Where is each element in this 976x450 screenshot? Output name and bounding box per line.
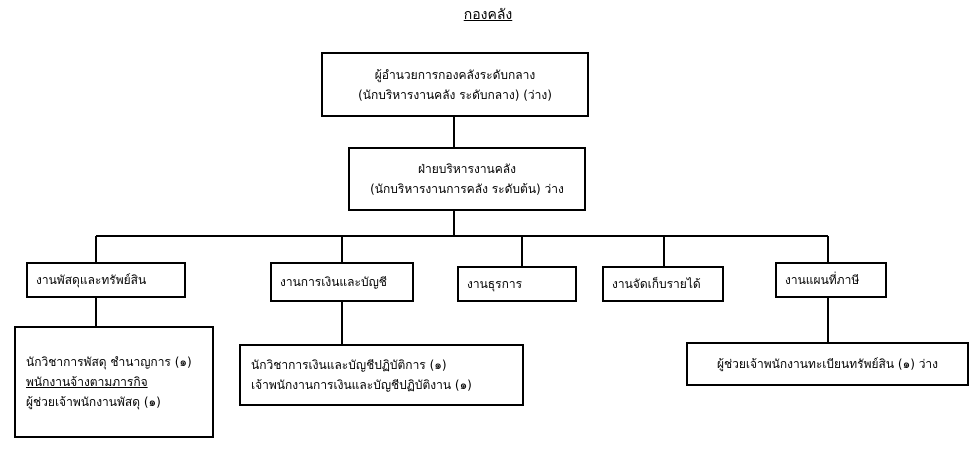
staff-item: นักวิชาการเงินและบัญชีปฏิบัติการ (๑) — [251, 358, 447, 372]
division-subtitle: (นักบริหารงานการคลัง ระดับต้น) ว่าง — [370, 182, 564, 196]
division-title: ฝ่ายบริหารงานคลัง — [418, 162, 516, 176]
unit-admin-label: งานธุรการ — [467, 277, 523, 291]
unit-supplies-label: งานพัสดุและทรัพย์สิน — [36, 273, 147, 287]
staff-item: นักวิชาการพัสดุ ชำนาญการ (๑) — [26, 355, 192, 369]
unit-revenue-label: งานจัดเก็บรายได้ — [612, 277, 701, 291]
director-title: ผู้อำนวยการกองคลังระดับกลาง — [374, 67, 536, 82]
unit-revenue: งานจัดเก็บรายได้ — [602, 266, 724, 302]
staff-item: เจ้าพนักงานการเงินและบัญชีปฏิบัติงาน (๑) — [251, 378, 472, 392]
director-subtitle: (นักบริหารงานคลัง ระดับกลาง) (ว่าง) — [358, 87, 552, 102]
staff-supplies-box: นักวิชาการพัสดุ ชำนาญการ (๑) พนักงานจ้าง… — [14, 326, 214, 438]
unit-admin: งานธุรการ — [457, 266, 577, 302]
staff-item: ผู้ช่วยเจ้าพนักงานทะเบียนทรัพย์สิน (๑) ว… — [716, 357, 939, 371]
unit-finance: งานการเงินและบัญชี — [270, 262, 414, 302]
unit-finance-label: งานการเงินและบัญชี — [280, 275, 387, 289]
division-box: ฝ่ายบริหารงานคลัง (นักบริหารงานการคลัง ร… — [348, 147, 586, 211]
unit-taxmap: งานแผนที่ภาษี — [775, 262, 887, 298]
page-title: กองคลัง — [463, 7, 513, 23]
director-box: ผู้อำนวยการกองคลังระดับกลาง (นักบริหารงา… — [321, 52, 589, 117]
staff-taxmap-box: ผู้ช่วยเจ้าพนักงานทะเบียนทรัพย์สิน (๑) ว… — [686, 342, 969, 386]
staff-item: ผู้ช่วยเจ้าพนักงานพัสดุ (๑) — [26, 395, 161, 409]
staff-item: พนักงานจ้างตามภารกิจ — [26, 375, 148, 389]
unit-taxmap-label: งานแผนที่ภาษี — [785, 273, 860, 287]
staff-finance-box: นักวิชาการเงินและบัญชีปฏิบัติการ (๑) เจ้… — [239, 344, 524, 406]
unit-supplies: งานพัสดุและทรัพย์สิน — [26, 262, 186, 298]
